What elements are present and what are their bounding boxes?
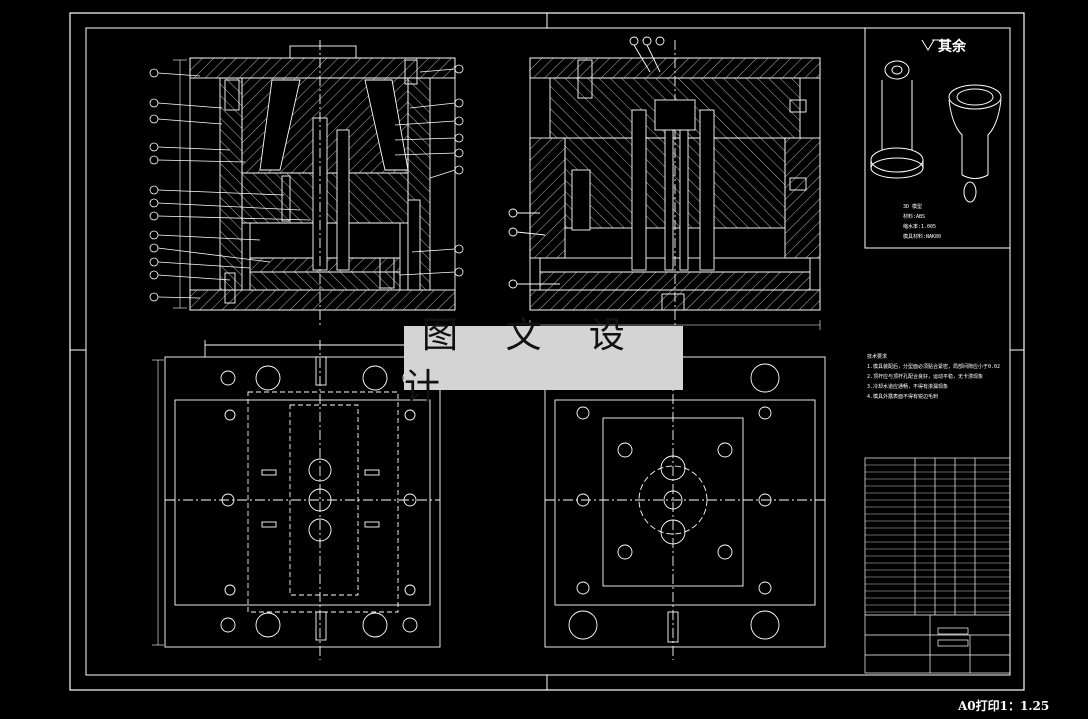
sheet-frame — [69, 12, 1025, 691]
section-view-left — [189, 40, 456, 325]
roughness-note: 其余 — [938, 36, 966, 56]
watermark-banner: 图 文 设 计 — [404, 315, 683, 408]
dimension-lines — [152, 59, 821, 646]
part-caption-line: 模具材料:NAK80 — [903, 234, 942, 240]
part-caption-line: 材料:ABS — [903, 214, 926, 220]
req-line: 1.模具装配后，分型面必须贴合紧密，局部间隙应小于0.02 — [867, 364, 1001, 370]
part-caption-line: 缩水率:1.005 — [903, 224, 937, 230]
part-caption: 3D 模型 材料:ABS 缩水率:1.005 模具材料:NAK80 — [903, 202, 941, 242]
plan-view-left — [164, 340, 441, 660]
part-caption-line: 3D 模型 — [903, 204, 923, 210]
req-line: 2.顶杆应与顶杆孔配合良好，运动平稳，无卡滞现象 — [867, 374, 984, 380]
req-line: 3.冷却水道应通畅，不得有渗漏现象 — [867, 384, 949, 390]
roughness-note-text: 其余 — [938, 39, 966, 55]
roughness-symbol-icon — [921, 39, 950, 51]
part-3d-panel — [864, 27, 1011, 249]
req-line: 技术要求 — [867, 354, 888, 360]
req-line: 4.模具外露表面不得有锐边毛刺 — [867, 394, 939, 400]
parts-list-rows — [865, 464, 1010, 613]
leader-balloons-left — [149, 64, 464, 302]
print-scale-text: A0打印1：1.25 — [958, 699, 1050, 713]
print-scale-note: A0打印1：1.25 — [958, 697, 1049, 714]
watermark-text: 图 文 设 计 — [404, 315, 643, 408]
section-view-right — [508, 36, 821, 325]
parts-list-table — [864, 457, 1011, 674]
technical-requirements: 技术要求 1.模具装配后，分型面必须贴合紧密，局部间隙应小于0.02 2.顶杆应… — [867, 352, 1009, 402]
plan-view-right — [544, 340, 826, 660]
